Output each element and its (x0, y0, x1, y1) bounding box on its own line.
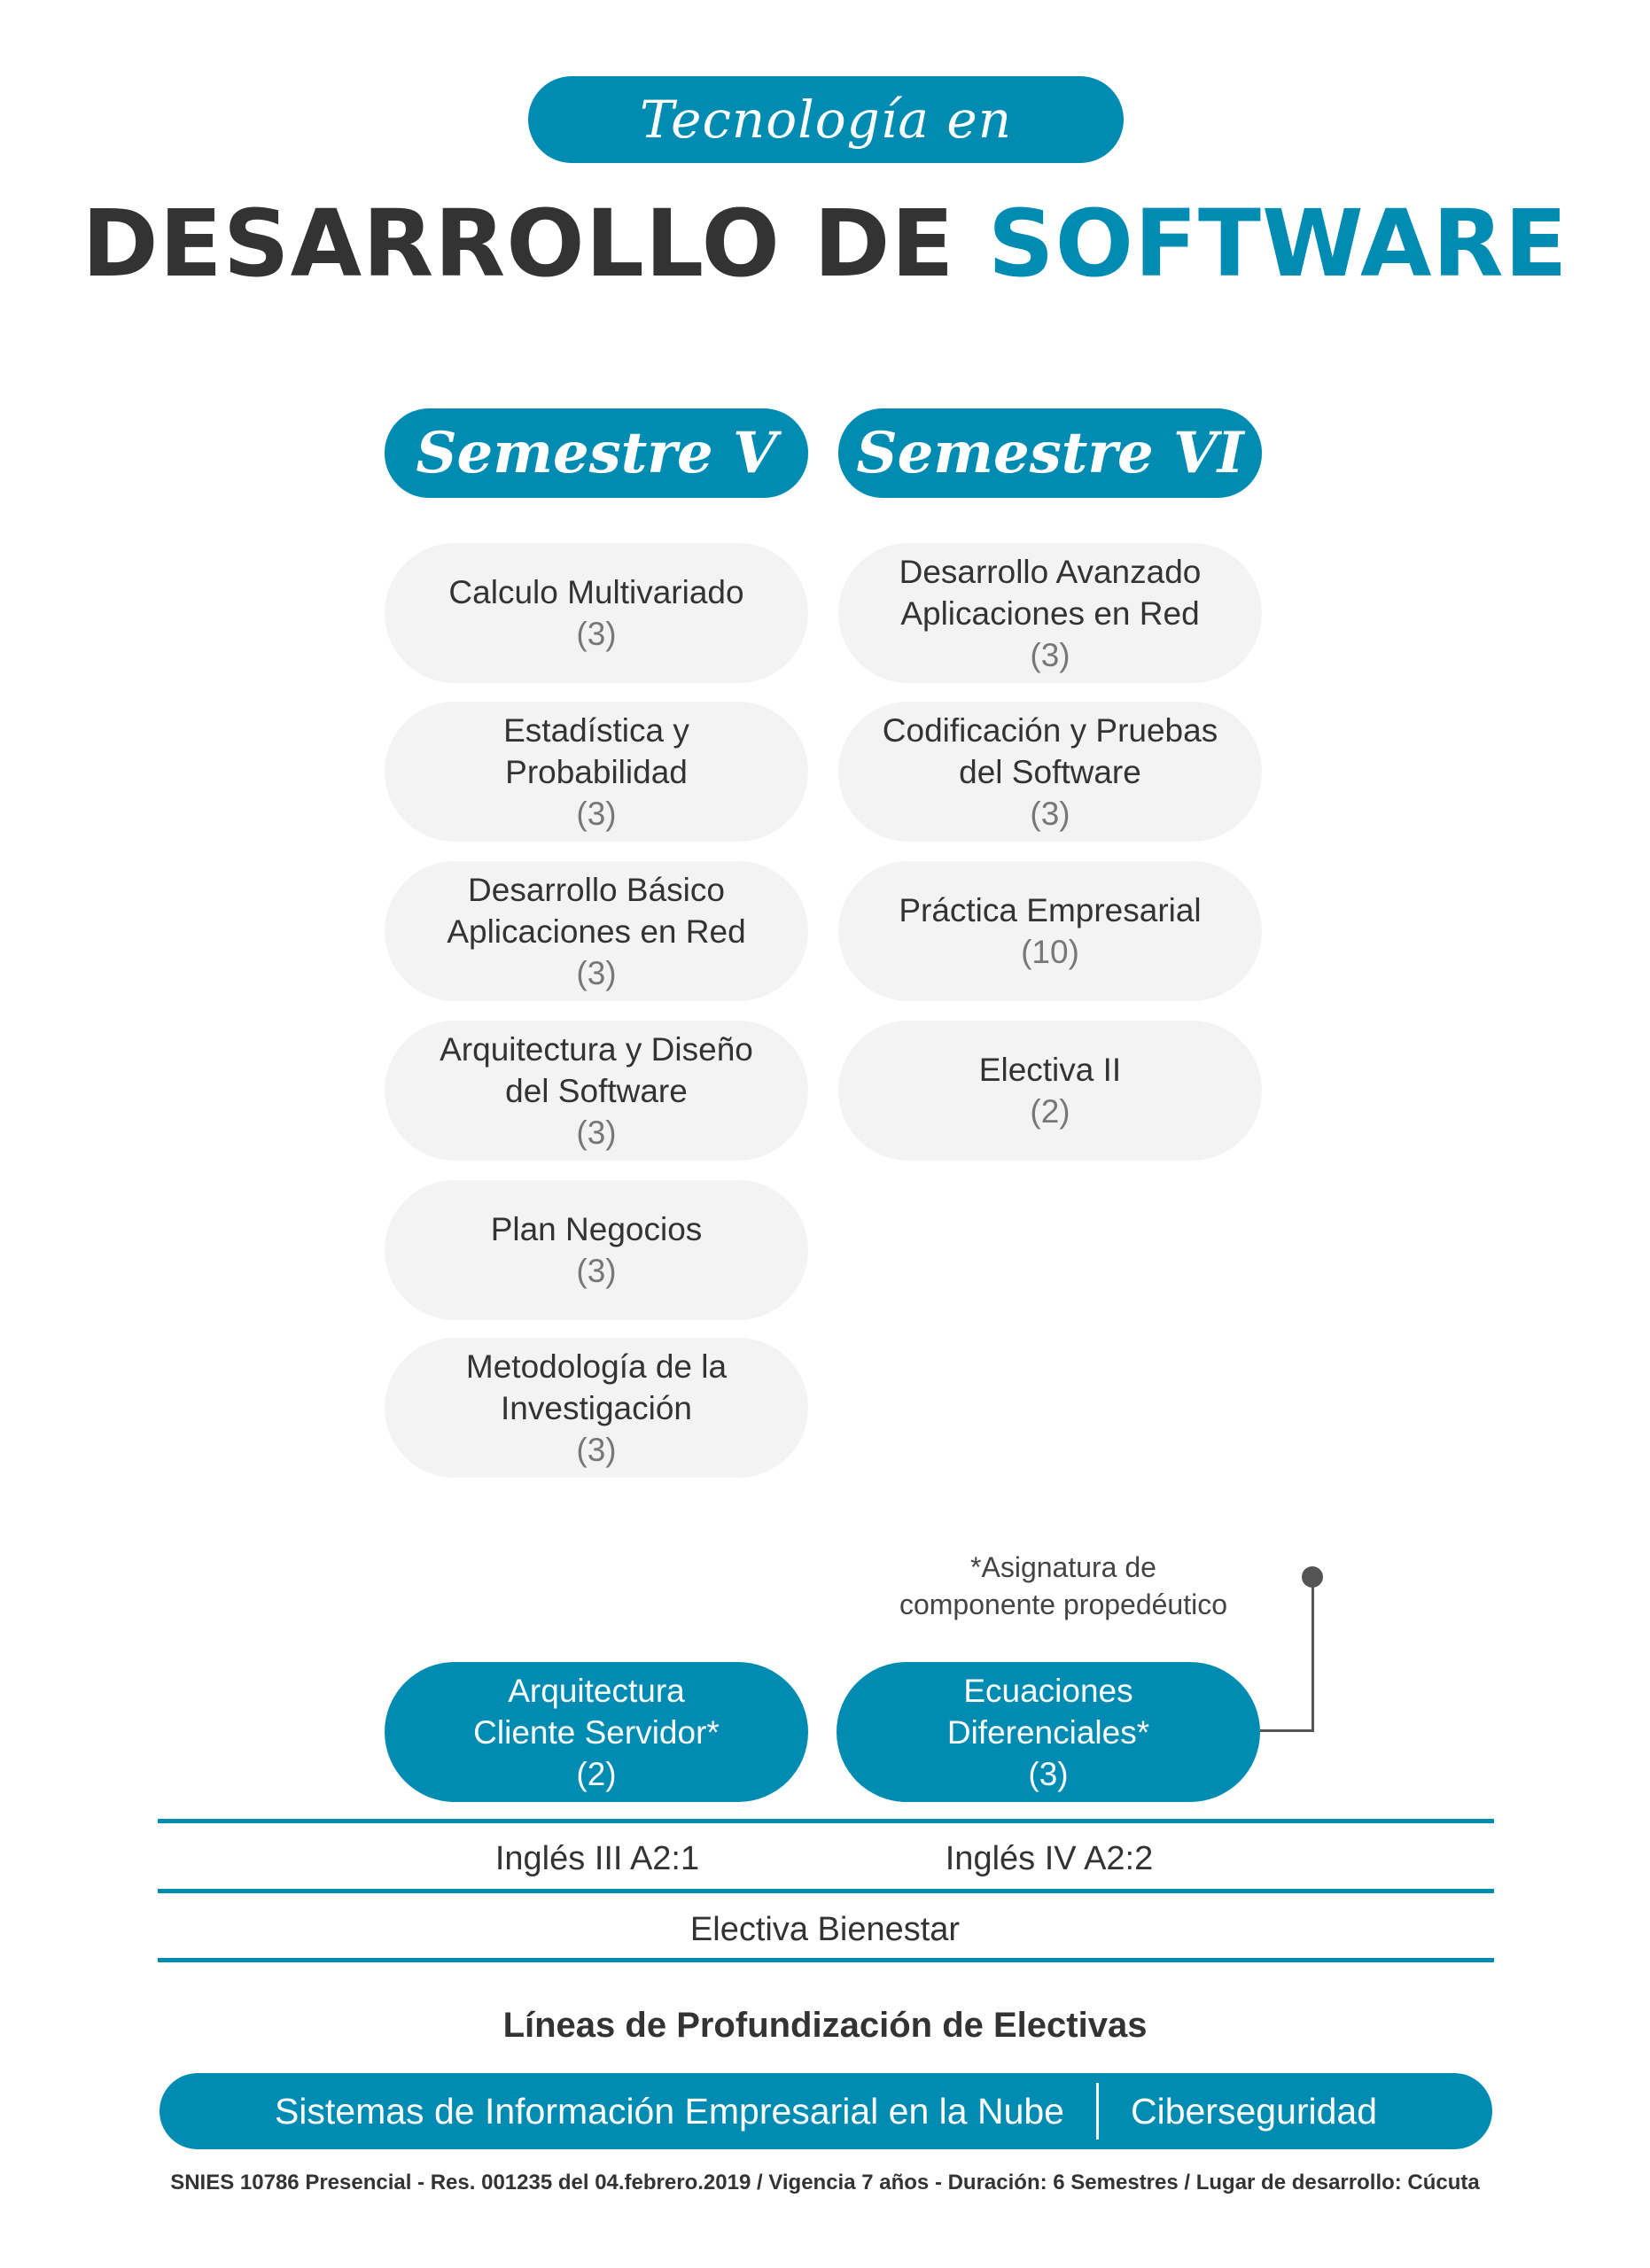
separator (1095, 2083, 1099, 2140)
course-name: Arquitectura y Diseño del Software (440, 1030, 753, 1109)
course-name: Electiva II (978, 1052, 1122, 1088)
course-card: Codificación y Pruebas del Software (3) (838, 702, 1262, 842)
course-card: Arquitectura y Diseño del Software (3) (385, 1021, 808, 1161)
footnote: *Asignatura de componente propedéutico (833, 1549, 1294, 1623)
connector-line (1311, 1577, 1314, 1732)
divider (158, 1819, 1494, 1823)
semester-v-header: Semestre V (385, 408, 808, 498)
program-type-pill: Tecnología en (528, 76, 1124, 163)
course-credits: (3) (576, 1431, 617, 1468)
course-card: Práctica Empresarial (10) (838, 861, 1262, 1001)
page-title: DESARROLLO DE SOFTWARE (0, 190, 1650, 297)
course-card: Estadística y Probabilidad (3) (385, 702, 808, 842)
course-name: Metodología de la Investigación (465, 1348, 728, 1426)
footnote-line: componente propedéutico (899, 1588, 1228, 1620)
course-card: Electiva II (2) (838, 1021, 1262, 1161)
course-credits: (3) (576, 616, 617, 652)
electives-lines-pill: Sistemas de Información Empresarial en l… (160, 2073, 1492, 2149)
course-name: Plan Negocios (490, 1211, 703, 1247)
footnote-line: *Asignatura de (970, 1551, 1156, 1583)
elective-line: Ciberseguridad (1130, 2090, 1378, 2132)
semester-label: Semestre VI (856, 420, 1244, 486)
course-credits: (2) (1030, 1093, 1070, 1130)
course-name-line: Cliente Servidor* (473, 1713, 720, 1751)
connector-line (1260, 1729, 1314, 1732)
divider (158, 1958, 1494, 1962)
program-info-footer: SNIES 10786 Presencial - Res. 001235 del… (170, 2171, 1480, 2194)
title-accent-part: SOFTWARE (987, 190, 1568, 298)
special-course-card: Arquitectura Cliente Servidor* (2) (385, 1662, 808, 1802)
course-name: Práctica Empresarial (899, 892, 1202, 928)
course-credits: (3) (576, 1114, 617, 1151)
course-credits: (3) (1030, 636, 1070, 673)
course-credits: (10) (1021, 934, 1079, 970)
bienestar-course: Electiva Bienestar (689, 1911, 961, 1948)
language-course: Inglés III A2:1 (494, 1840, 700, 1877)
special-course-card: Ecuaciones Diferenciales* (3) (837, 1662, 1260, 1802)
course-card: Plan Negocios (3) (385, 1180, 808, 1320)
course-credits: (3) (576, 795, 617, 832)
title-dark-part: DESARROLLO DE (82, 190, 955, 298)
course-card: Desarrollo Básico Aplicaciones en Red (3… (385, 861, 808, 1001)
course-name: Estadística y Probabilidad (503, 711, 689, 790)
course-credits: (2) (576, 1755, 617, 1792)
course-card: Metodología de la Investigación (3) (385, 1338, 808, 1478)
course-name-line: Ecuaciones (963, 1672, 1133, 1709)
course-name: Calculo Multivariado (448, 574, 744, 610)
semester-vi-header: Semestre VI (838, 408, 1262, 498)
course-name-line: Arquitectura (508, 1672, 685, 1709)
divider (158, 1889, 1494, 1893)
course-card: Calculo Multivariado (3) (385, 543, 808, 683)
course-name-line: Diferenciales* (946, 1713, 1150, 1751)
course-credits: (3) (1028, 1755, 1069, 1792)
semester-label: Semestre V (416, 420, 777, 486)
course-credits: (3) (576, 1253, 617, 1289)
course-credits: (3) (576, 954, 617, 991)
course-name: Desarrollo Avanzado Aplicaciones en Red (899, 553, 1202, 632)
elective-line: Sistemas de Información Empresarial en l… (274, 2090, 1064, 2132)
language-course: Inglés IV A2:2 (945, 1840, 1154, 1877)
course-credits: (3) (1030, 795, 1070, 832)
course-name: Codificación y Pruebas del Software (882, 711, 1218, 790)
electives-lines-title: Líneas de Profundización de Electivas (502, 2006, 1148, 2045)
course-card: Desarrollo Avanzado Aplicaciones en Red … (838, 543, 1262, 683)
program-type-label: Tecnología en (639, 89, 1013, 150)
course-name: Desarrollo Básico Aplicaciones en Red (447, 871, 746, 950)
